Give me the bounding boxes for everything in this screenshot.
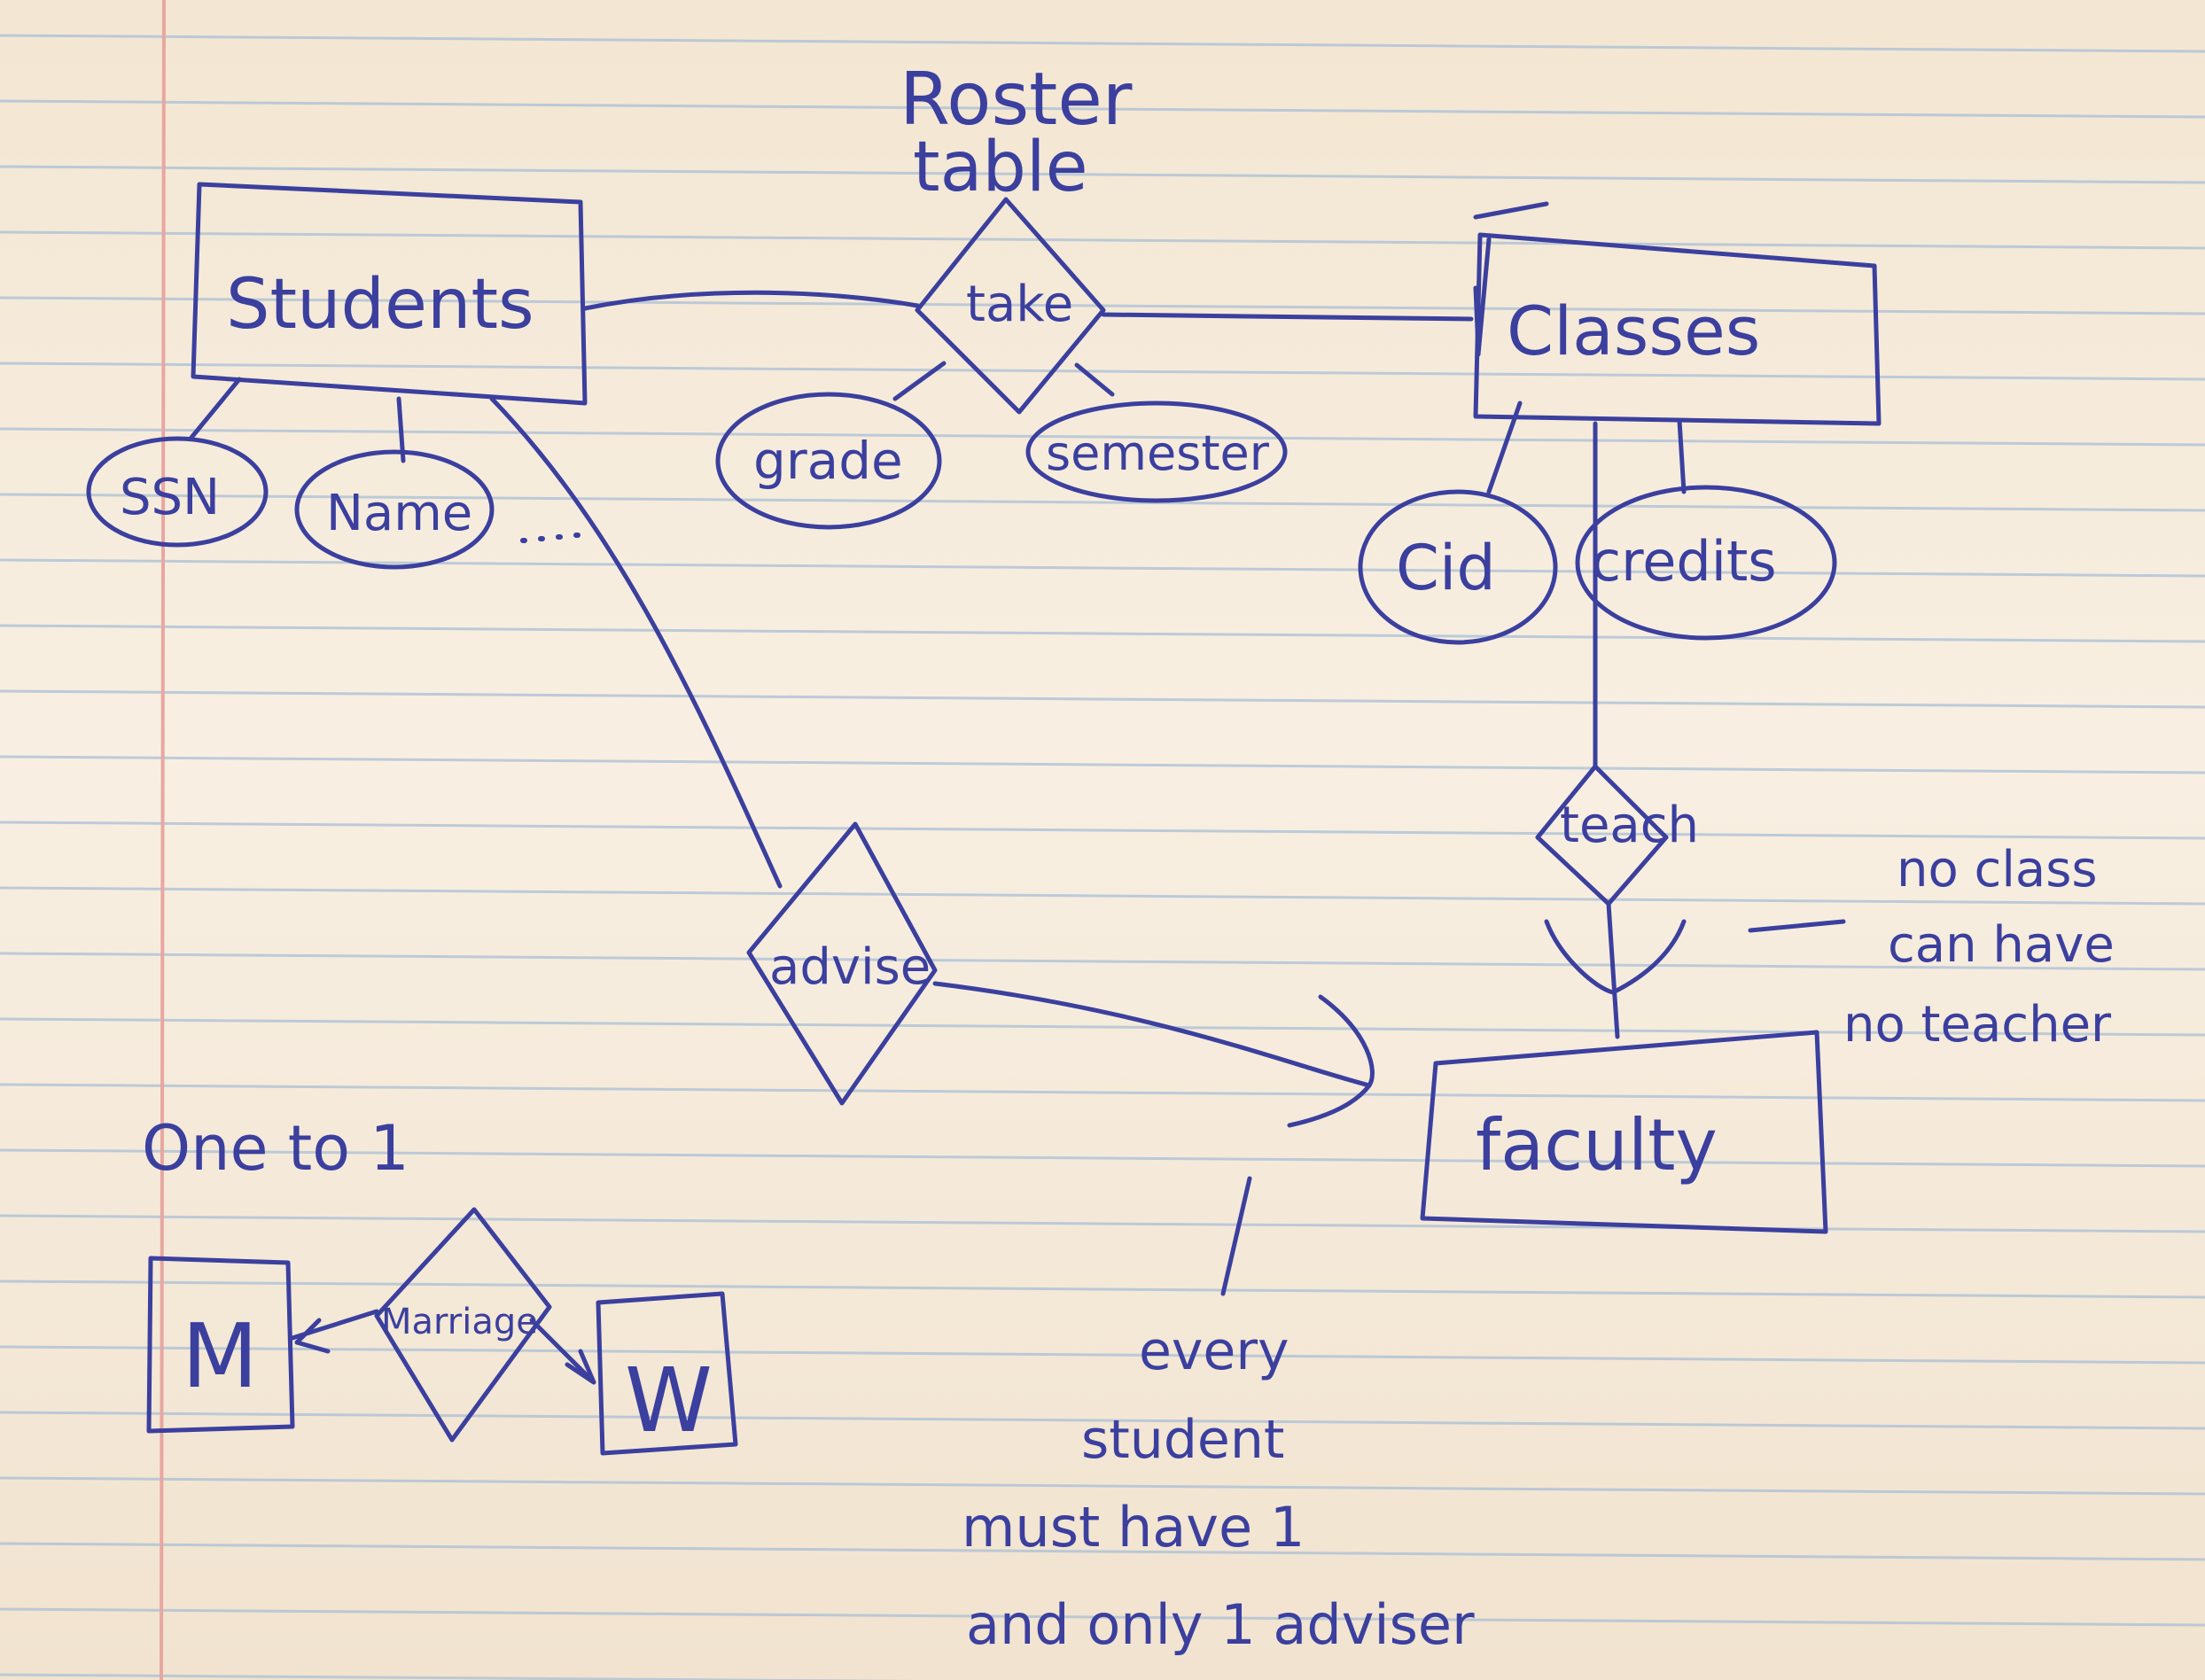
ruled-line	[0, 230, 2205, 250]
ruled-line	[0, 1345, 2205, 1365]
every-note-line3: must have 1	[962, 1495, 1305, 1559]
semester-label: semester	[1046, 425, 1270, 481]
ellipsis-dots	[520, 533, 580, 543]
ruled-line	[0, 1607, 2205, 1627]
take-label: take	[966, 276, 1073, 333]
ruled-lines	[0, 34, 2205, 1680]
name-attribute-oval	[294, 449, 495, 570]
ellipsis-label: ...	[514, 540, 516, 541]
faculty-entity-box	[1420, 1030, 1828, 1234]
ssn-connector	[188, 377, 242, 441]
ruled-line	[0, 689, 2205, 709]
ruled-line	[0, 1542, 2205, 1561]
one-to-one-note: One to 1	[142, 1112, 409, 1185]
ruled-line	[0, 1279, 2205, 1299]
no-class-note-line2: can have	[1888, 916, 2115, 974]
ruled-line	[0, 821, 2205, 840]
faculty-label: faculty	[1476, 1104, 1718, 1186]
ruled-line	[0, 1673, 919, 1680]
ruled-line	[0, 952, 2205, 971]
teach-faculty-line	[1606, 901, 1620, 1039]
classes-label: Classes	[1507, 292, 1760, 370]
ruled-line	[0, 1148, 2205, 1168]
grade-connector	[892, 361, 947, 401]
no-class-note-line1: no class	[1897, 841, 2098, 898]
students-entity-box	[191, 182, 588, 406]
students-label: Students	[226, 265, 534, 345]
teach-label: teach	[1560, 797, 1699, 854]
marriage-relationship-diamond	[374, 1207, 552, 1443]
ruled-line	[0, 1411, 2205, 1430]
ruled-line	[0, 558, 2205, 578]
grade-attribute-oval	[715, 392, 942, 530]
every-student-pointer	[1220, 1176, 1252, 1296]
w-entity-box	[596, 1291, 738, 1456]
take-classes-line	[1101, 312, 1474, 322]
name-label: Name	[326, 485, 472, 542]
ruled-line	[0, 165, 2205, 184]
ssn-attribute-oval	[86, 436, 269, 548]
credits-label: credits	[1591, 529, 1777, 594]
every-note-line1: every	[1139, 1320, 1289, 1382]
students-advise-line	[489, 396, 783, 889]
classes-key-tick	[1473, 201, 1549, 357]
students-take-line	[582, 290, 920, 311]
w-label: W	[625, 1349, 713, 1452]
ruled-line	[0, 1476, 2205, 1496]
semester-connector	[1074, 362, 1115, 397]
cid-label: Cid	[1396, 532, 1496, 604]
no-class-note-line3: no teacher	[1843, 996, 2112, 1054]
diagram-text: Roster table Students Classes faculty M …	[120, 58, 2115, 1657]
advise-arrowhead	[1287, 994, 1375, 1128]
ruled-line	[0, 1214, 2205, 1233]
roster-label-line1: Roster	[900, 58, 1133, 142]
advise-relationship-diamond	[746, 821, 938, 1106]
every-note-line2: student	[1081, 1409, 1284, 1471]
ruled-line	[0, 493, 2205, 512]
advise-label: advise	[769, 938, 931, 996]
name-connector	[396, 396, 406, 463]
ruled-line	[0, 99, 2205, 119]
ruled-line	[0, 362, 2205, 381]
ruled-line	[0, 34, 2205, 53]
ruled-line	[0, 886, 2205, 906]
ruled-line	[0, 296, 2205, 315]
cid-attribute-oval	[1358, 489, 1558, 645]
margin-line	[160, 0, 166, 1680]
ruled-line	[0, 427, 2205, 447]
take-relationship-diamond	[915, 197, 1106, 415]
credits-connector	[1677, 418, 1687, 494]
ruled-line	[0, 1017, 2205, 1037]
w-arrowhead	[565, 1349, 596, 1385]
advise-faculty-line	[932, 981, 1372, 1088]
every-note-line4: and only 1 adviser	[966, 1592, 1475, 1657]
ruled-line	[0, 1083, 2205, 1102]
no-class-pointer	[1748, 919, 1846, 933]
cid-connector	[1486, 401, 1523, 494]
ruled-line	[0, 755, 2205, 774]
marriage-w-line	[529, 1318, 592, 1381]
credits-attribute-oval	[1575, 485, 1837, 641]
ssn-label: SSN	[120, 469, 220, 526]
m-arrowhead	[294, 1318, 331, 1354]
teach-crowsfoot	[1544, 919, 1687, 995]
grade-label: grade	[753, 431, 903, 491]
ruled-line	[0, 624, 2205, 643]
roster-label-line2: table	[913, 128, 1088, 207]
m-label: M	[182, 1304, 258, 1408]
semester-attribute-oval	[1025, 401, 1288, 503]
marriage-label: Marriage	[381, 1302, 538, 1342]
m-entity-box	[146, 1256, 295, 1434]
